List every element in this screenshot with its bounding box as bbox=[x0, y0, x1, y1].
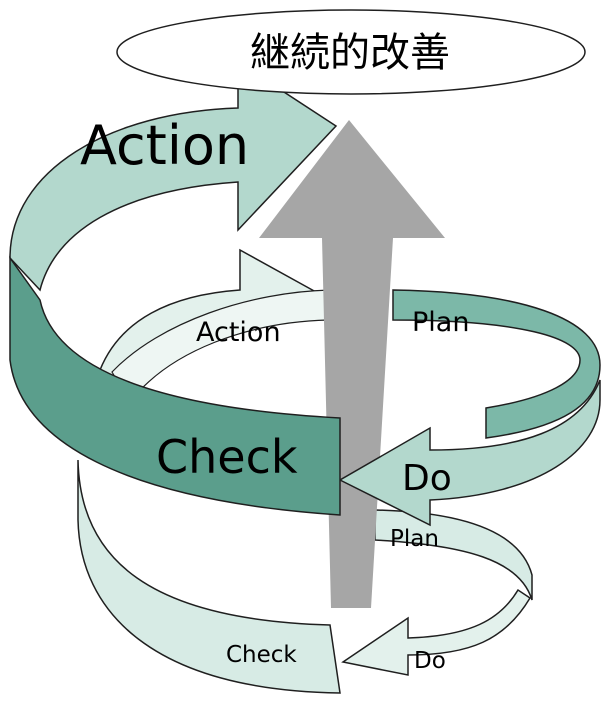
upper-do-label: Do bbox=[402, 458, 452, 499]
lower-plan-band bbox=[374, 509, 533, 601]
lower-action-label: Action bbox=[196, 317, 281, 348]
lower-check-band bbox=[77, 459, 341, 694]
upper-check-band bbox=[9, 255, 341, 516]
lower-do-arrow bbox=[341, 588, 532, 676]
goal-label: 継続的改善 bbox=[250, 30, 450, 76]
upper-action-label: Action bbox=[80, 114, 249, 177]
upper-plan-label: Plan bbox=[412, 307, 469, 338]
upper-check-label: Check bbox=[156, 430, 298, 484]
growth-arrow bbox=[259, 120, 445, 608]
upper-plan-band bbox=[392, 289, 601, 439]
lower-do-label: Do bbox=[414, 648, 446, 674]
goal-ellipse bbox=[116, 9, 586, 95]
lower-plan-label: Plan bbox=[390, 526, 439, 552]
lower-check-label: Check bbox=[226, 642, 297, 668]
